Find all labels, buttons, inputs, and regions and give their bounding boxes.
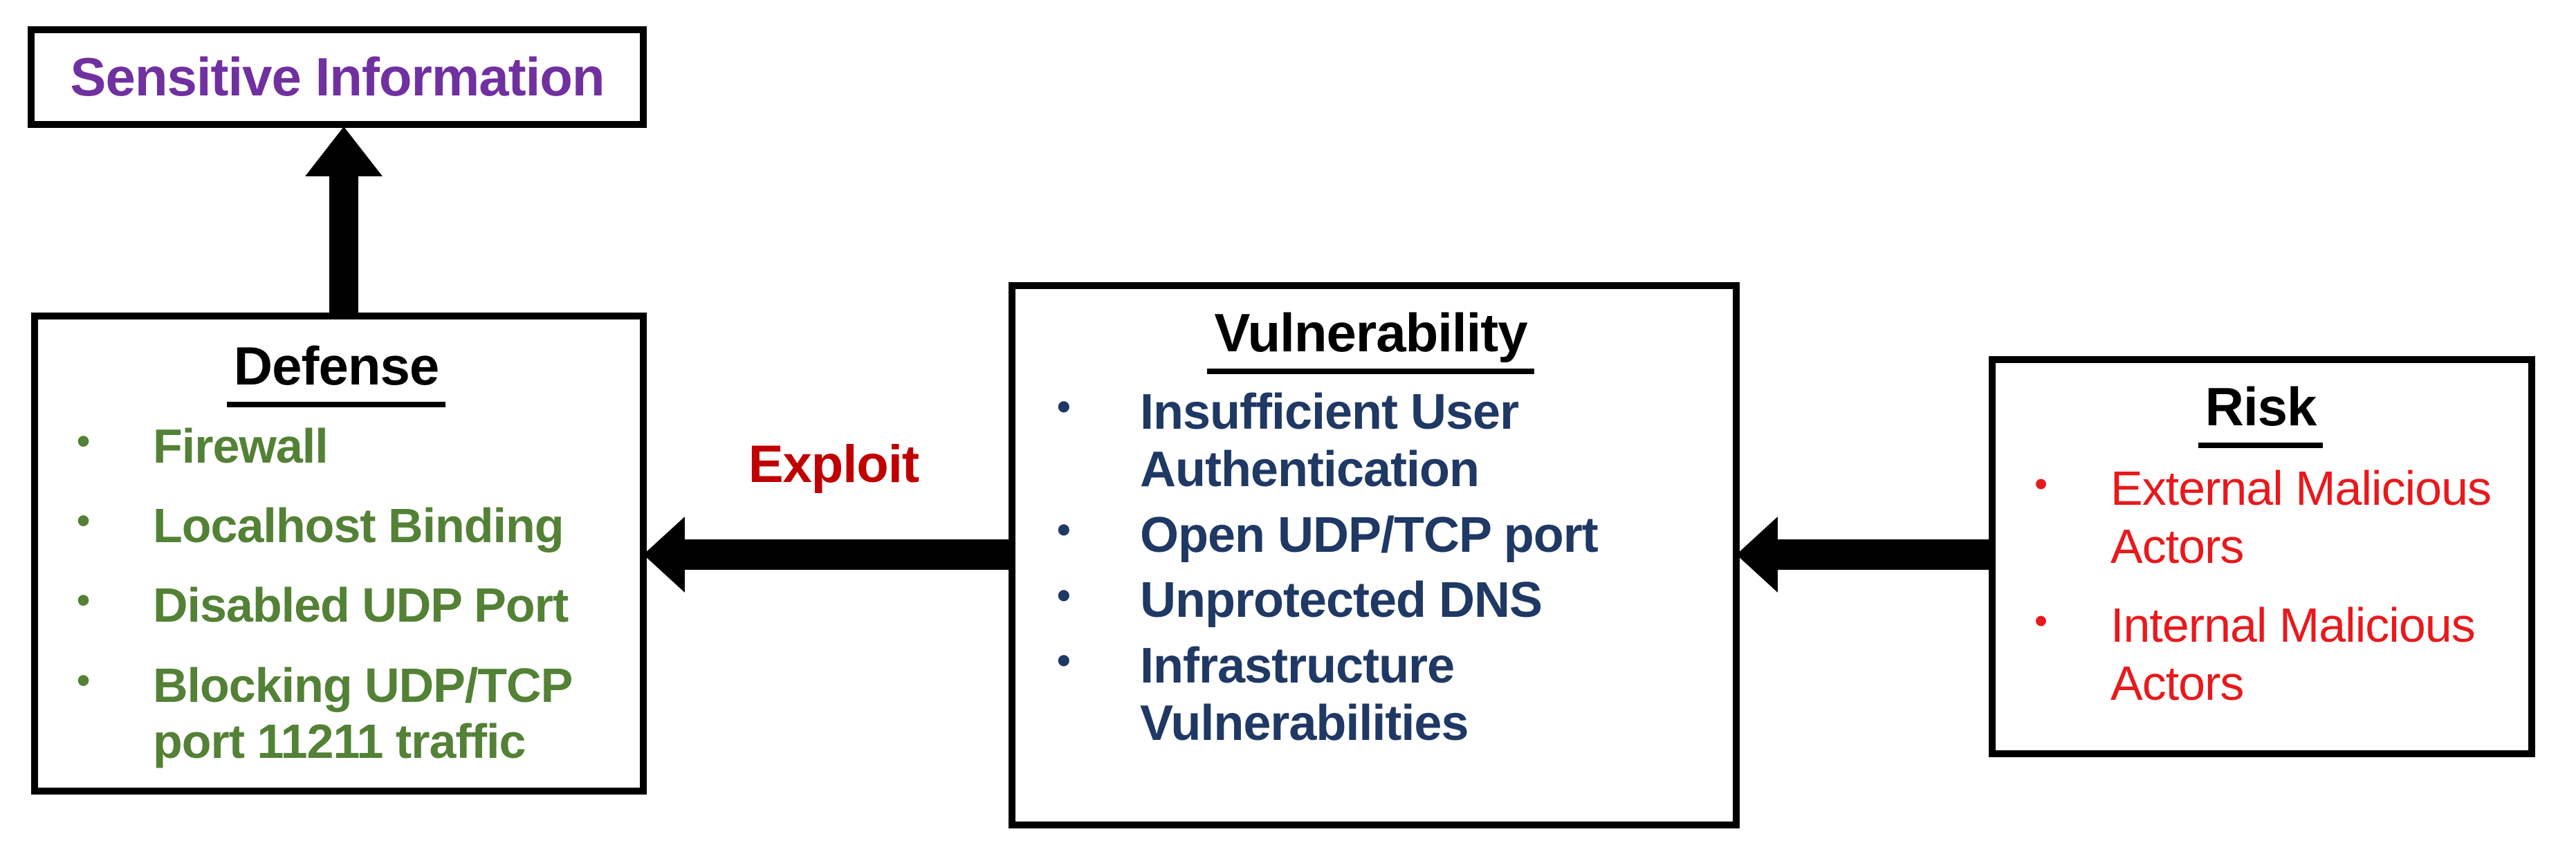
risk-title: Risk — [2007, 375, 2514, 448]
bullet-item: Disabled UDP Port — [49, 577, 623, 633]
vulnerability-title: Vulnerability — [1029, 301, 1712, 374]
arrow-left-risk-to-vulnerability-shaft — [1774, 539, 1992, 570]
bullet-item: External Malicious Actors — [2007, 459, 2514, 575]
bullet-item: Firewall — [49, 418, 623, 474]
sensitive-information-label: Sensitive Information — [70, 46, 605, 107]
bullet-item: Insufficient User Authentication — [1029, 384, 1712, 499]
bullet-item: Localhost Binding — [49, 498, 623, 554]
bullet-item: Unprotected DNS — [1029, 572, 1712, 629]
risk-box: Risk External Malicious Actors Internal … — [1989, 356, 2535, 757]
vulnerability-list: Insufficient User Authentication Open UD… — [1029, 384, 1712, 752]
vulnerability-title-text: Vulnerability — [1207, 301, 1534, 374]
vulnerability-box: Vulnerability Insufficient User Authenti… — [1009, 282, 1740, 828]
arrow-up-defense-to-sensitive-shaft — [329, 171, 358, 314]
exploit-arrow-label: Exploit — [748, 435, 919, 494]
bullet-item: Infrastructure Vulnerabilities — [1029, 638, 1712, 752]
defense-title: Defense — [49, 335, 623, 407]
arrow-up-defense-to-sensitive-head — [305, 127, 383, 176]
arrow-left-vulnerability-to-defense-shaft — [681, 539, 1012, 570]
sensitive-information-box: Sensitive Information — [28, 26, 647, 128]
defense-list: Firewall Localhost Binding Disabled UDP … — [49, 418, 623, 770]
arrow-left-vulnerability-to-defense-head — [643, 517, 685, 593]
arrow-left-risk-to-vulnerability-head — [1736, 517, 1778, 593]
defense-title-text: Defense — [226, 335, 446, 407]
bullet-item: Internal Malicious Actors — [2007, 596, 2514, 712]
risk-title-text: Risk — [2198, 375, 2324, 448]
bullet-item: Open UDP/TCP port — [1029, 507, 1712, 564]
risk-list: External Malicious Actors Internal Malic… — [2007, 459, 2514, 712]
defense-box: Defense Firewall Localhost Binding Disab… — [31, 313, 647, 795]
bullet-item: Blocking UDP/TCP port 11211 traffic — [49, 658, 623, 770]
